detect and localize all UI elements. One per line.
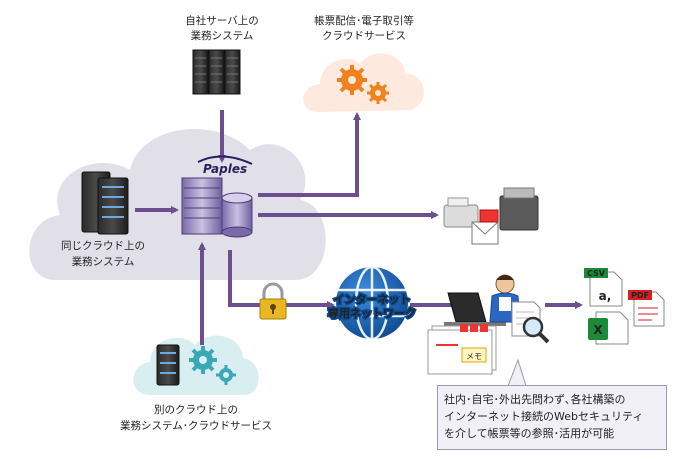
- excel-file-icon: [588, 311, 629, 345]
- other-cloud-gears-icon: [189, 346, 236, 385]
- cloud-service-label-line1: 帳票配信･電子取引等: [314, 14, 414, 27]
- padlock-icon: [259, 282, 287, 320]
- printed-forms-icon: [427, 324, 497, 375]
- paples-hub-icon: Paples: [181, 155, 253, 238]
- same-cloud-label-line2: 業務システム: [72, 255, 135, 268]
- own-server-label-line2: 業務システム: [191, 29, 254, 42]
- callout-line1: 社内･自宅･外出先問わず､各社構築の: [444, 393, 626, 406]
- callout-box: 社内･自宅･外出先問わず､各社構築の インターネット接続のWebセキュリティ を…: [437, 385, 667, 450]
- arrow-hub-to-network: [228, 250, 335, 309]
- callout-pointer: [507, 358, 527, 387]
- pdf-file-label: PDF: [631, 291, 649, 300]
- service-cloud: [303, 53, 424, 112]
- own-server-label-line1: 自社サーバ上の: [185, 14, 258, 27]
- pdf-file-icon: [628, 290, 665, 327]
- text-mark-label: a,: [599, 289, 612, 303]
- callout-line3: を介して帳票等の参照･活用が可能: [444, 427, 615, 440]
- user-at-desk-icon: [444, 274, 521, 326]
- memo-note-text: メモ: [466, 352, 482, 361]
- main-cloud: [29, 128, 326, 280]
- csv-file-icon: [584, 268, 623, 307]
- cloud-service-label-line2: クラウドサービス: [322, 30, 406, 42]
- same-cloud-server-icon: [81, 171, 129, 235]
- excel-file-label: X: [593, 323, 603, 337]
- other-cloud-label-line2: 業務システム･クラウドサービス: [120, 419, 272, 432]
- network-label-line2: 専用ネットワーク: [328, 306, 416, 320]
- paples-logo-text: Paples: [203, 162, 247, 176]
- network-label-line1: インターネット: [334, 293, 411, 306]
- callout-line2: インターネット接続のWebセキュリティ: [444, 410, 644, 423]
- same-cloud-label-line1: 同じクラウド上の: [61, 240, 145, 252]
- service-gears-icon: [337, 65, 389, 104]
- arrow-hub-to-cloud-service: [258, 112, 361, 197]
- own-server-rack-icon: [192, 49, 241, 95]
- csv-file-label: CSV: [587, 269, 606, 278]
- network-globe-icon: [336, 265, 408, 341]
- other-cloud-label-line1: 別のクラウド上の: [154, 404, 238, 416]
- magnifier-document-icon: [511, 301, 550, 344]
- printer-fax-mail-icon: [443, 187, 539, 245]
- other-cloud-server-icon: [156, 344, 180, 386]
